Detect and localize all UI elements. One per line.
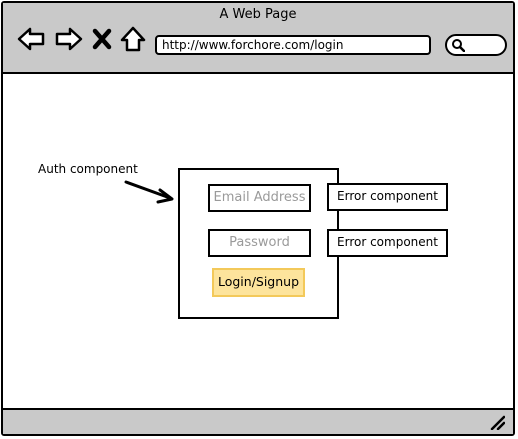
back-arrow-icon[interactable] [17, 25, 45, 53]
password-field[interactable]: Password [208, 229, 311, 257]
address-bar[interactable]: http://www.forchore.com/login [155, 35, 431, 55]
forward-arrow-icon[interactable] [55, 25, 83, 53]
annotation-arrow-icon [124, 180, 174, 204]
status-bar [3, 408, 513, 434]
login-signup-button[interactable]: Login/Signup [212, 268, 305, 297]
window-title: A Web Page [219, 7, 297, 22]
password-error-component: Error component [327, 229, 448, 257]
home-icon[interactable] [119, 25, 147, 53]
close-x-icon[interactable] [91, 25, 113, 53]
resize-grip-icon[interactable] [489, 414, 505, 430]
search-field[interactable] [445, 34, 507, 56]
magnifier-icon [452, 39, 465, 52]
email-error-component: Error component [327, 183, 448, 211]
email-field[interactable]: Email Address [208, 184, 311, 212]
browser-toolbar: A Web Page http://www.forchore.com/login [3, 3, 513, 74]
auth-component-annotation: Auth component [38, 162, 138, 176]
